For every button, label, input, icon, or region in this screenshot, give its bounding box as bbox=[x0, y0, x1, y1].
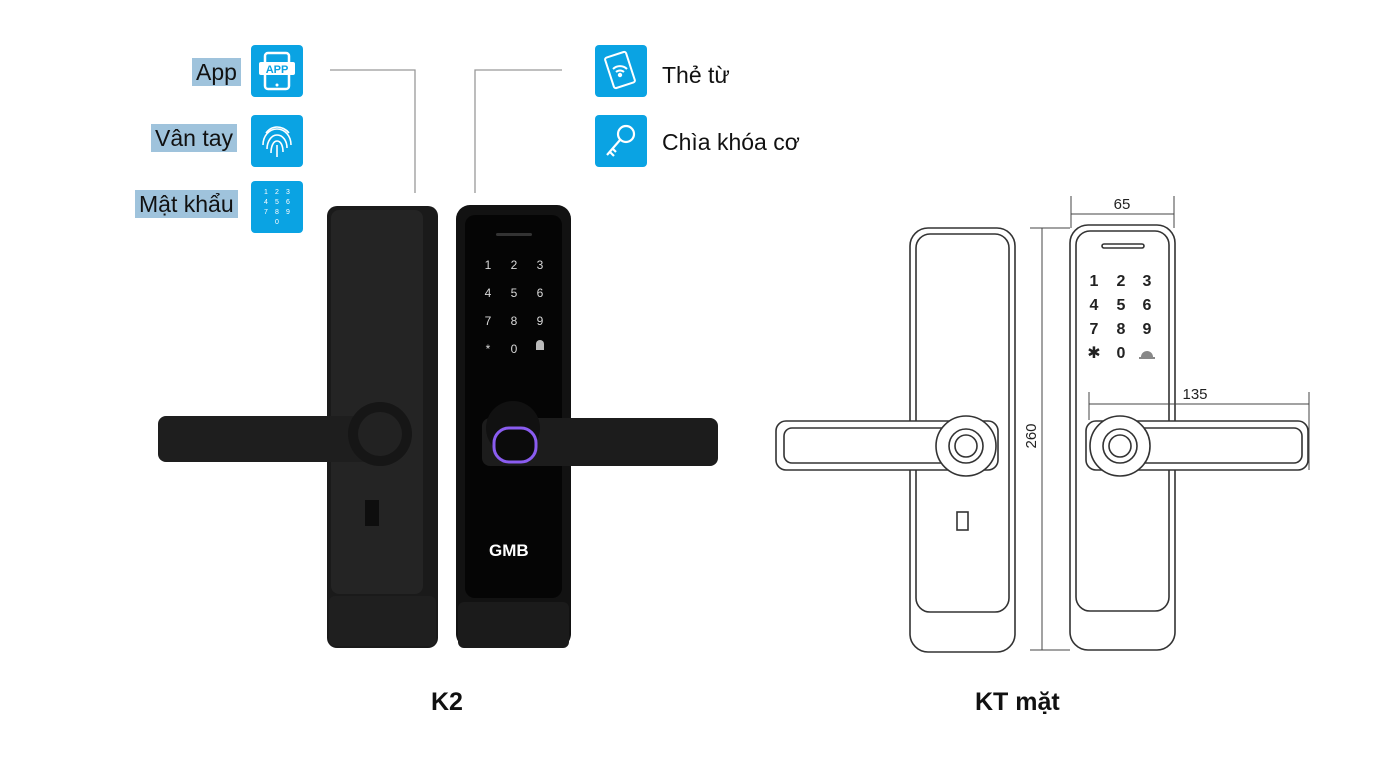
drawing-bell-icon bbox=[1139, 351, 1155, 359]
drawing-key: 6 bbox=[1143, 297, 1152, 314]
drawing-key: 7 bbox=[1090, 321, 1099, 338]
keypad-key: 2 bbox=[511, 258, 518, 272]
keypad-key: 5 bbox=[511, 286, 518, 300]
keypad-icon-key: 8 bbox=[275, 209, 279, 216]
keypad-key: 1 bbox=[485, 258, 492, 272]
keypad-key: 6 bbox=[537, 286, 544, 300]
fingerprint-icon bbox=[251, 115, 303, 167]
lock-back-handle bbox=[158, 416, 378, 462]
feature-label-card: Thẻ từ bbox=[662, 62, 730, 88]
keypad-key: 0 bbox=[511, 342, 518, 356]
feature-label-password: Mật khẩu bbox=[135, 190, 238, 218]
drawing-key: 0 bbox=[1117, 345, 1126, 362]
keypad-icon-key: 1 bbox=[264, 189, 268, 196]
keypad-key: 7 bbox=[485, 314, 492, 328]
asterisk-icon: ✱ bbox=[1087, 345, 1100, 362]
lock-front-panel: 1 2 3 4 5 6 7 8 9 * 0 GMB bbox=[456, 205, 718, 648]
keypad-key: 9 bbox=[537, 314, 544, 328]
keypad-icon-key: 3 bbox=[286, 189, 290, 196]
keypad-icon-key: 6 bbox=[286, 199, 290, 206]
drawing-caption: KT mặt bbox=[975, 688, 1060, 716]
keypad-icon-key: 2 bbox=[275, 189, 279, 196]
drawing-key: 3 bbox=[1143, 273, 1152, 290]
keypad-icon-key: 0 bbox=[275, 219, 279, 226]
fingerprint-sensor bbox=[492, 426, 538, 464]
connector-line-left bbox=[330, 69, 416, 193]
drawing-key: 5 bbox=[1117, 297, 1126, 314]
drawing-key: 2 bbox=[1117, 273, 1126, 290]
keypad-icon-key: 9 bbox=[286, 209, 290, 216]
dimension-height: 260 bbox=[1023, 423, 1040, 448]
doorbell-icon bbox=[536, 340, 544, 350]
feature-label-mechanical-key: Chìa khóa cơ bbox=[662, 129, 800, 155]
drawing-key: 9 bbox=[1143, 321, 1152, 338]
feature-label-fingerprint: Vân tay bbox=[151, 124, 237, 152]
feature-label-app: App bbox=[192, 58, 241, 86]
keypad-icon-key: 4 bbox=[264, 199, 268, 206]
dimension-width: 65 bbox=[1114, 196, 1131, 213]
app-phone-icon: APP bbox=[251, 45, 303, 97]
keypad-key: * bbox=[486, 342, 491, 356]
model-caption: K2 bbox=[431, 688, 463, 716]
lock-back-panel bbox=[158, 206, 438, 648]
keypad-key: 8 bbox=[511, 314, 518, 328]
drawing-key: 8 bbox=[1117, 321, 1126, 338]
drawing-key: 1 bbox=[1090, 273, 1099, 290]
dimension-handle: 135 bbox=[1182, 386, 1207, 403]
keypad-key: 3 bbox=[537, 258, 544, 272]
drawing-key: 4 bbox=[1090, 297, 1099, 314]
keypad-icon-key: 7 bbox=[264, 209, 268, 216]
keypad-icon: 1 2 3 4 5 6 7 8 9 0 bbox=[251, 181, 303, 233]
key-icon bbox=[595, 115, 647, 167]
privacy-lock-switch bbox=[365, 500, 379, 526]
keypad-icon-key: 5 bbox=[275, 199, 279, 206]
connector-line-right bbox=[474, 69, 562, 193]
keypad-key: 4 bbox=[485, 286, 492, 300]
brand-logo: GMB bbox=[489, 541, 529, 560]
lock-front-handle bbox=[482, 418, 718, 466]
dimension-drawing bbox=[775, 196, 1310, 653]
app-icon-text: APP bbox=[266, 64, 289, 76]
rfid-card-icon bbox=[595, 45, 647, 97]
